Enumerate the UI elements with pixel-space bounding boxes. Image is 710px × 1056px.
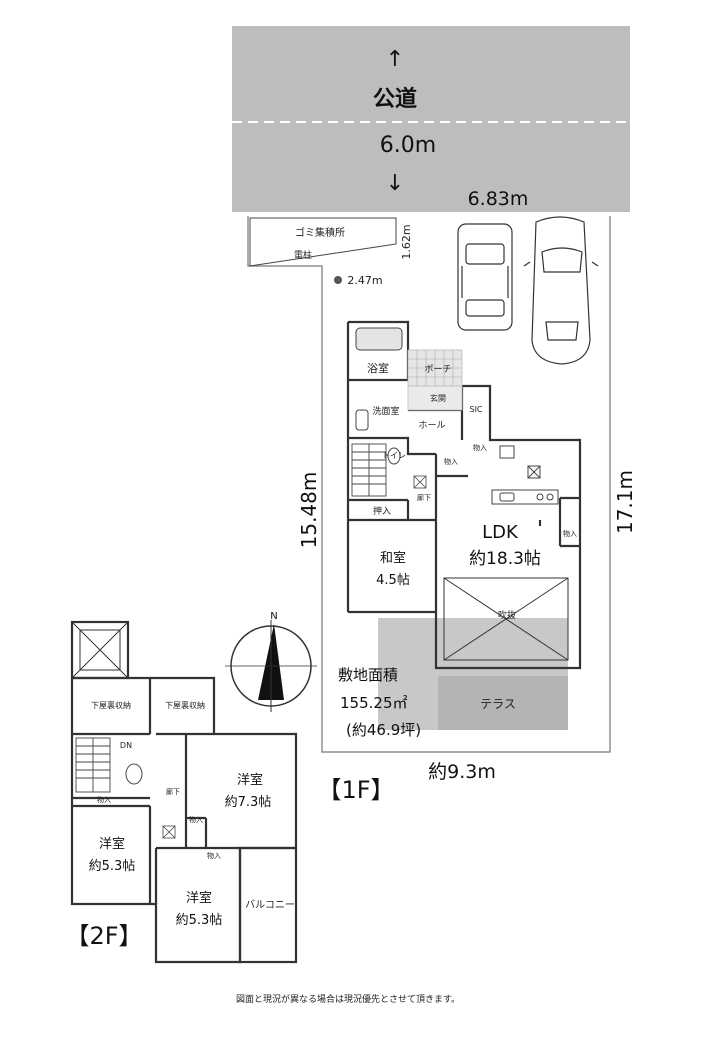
floor1-tag: 【1F】: [317, 776, 394, 804]
stairs: [75, 737, 111, 793]
storage2-label: 物入: [473, 443, 487, 452]
toilet-icon: [387, 447, 401, 465]
entrance-label: 玄関: [430, 393, 446, 403]
floor2-tag: 【2F】: [65, 922, 142, 950]
storage-a-label: 物入: [97, 795, 111, 804]
room1-label: 洋室: [237, 772, 263, 788]
north-label: N: [270, 611, 277, 622]
road-arrow-up: ↑: [386, 47, 404, 72]
hallway2-label: 廊下: [166, 787, 180, 796]
fukinuke-label: 吹抜: [498, 609, 516, 621]
hall-label: ホール: [418, 420, 445, 431]
stairs: [351, 443, 387, 497]
storage1-label: 物入: [444, 457, 458, 466]
car-icon: [523, 216, 599, 365]
room2-label: 洋室: [99, 836, 125, 852]
dim-2-47: 2.47m: [347, 274, 382, 287]
garbage-area-label: ゴミ集積所: [295, 226, 345, 239]
kitchen-counter: [491, 445, 559, 505]
toilet-label: トイレ: [382, 451, 406, 460]
floor2-plan: [70, 620, 298, 964]
washroom-label: 洗面室: [372, 405, 399, 417]
hallway1-label: 廊下: [417, 493, 431, 502]
skylight-icon: [71, 621, 129, 679]
sic-label: SIC: [469, 405, 482, 414]
site-area-tsubo: (約46.9坪): [346, 721, 421, 739]
garbage-area: ゴミ集積所 電柱 1.62m 2.47m: [249, 217, 413, 287]
toilet-icon: [125, 763, 143, 785]
footer-note: 図面と現況が異なる場合は現況優先とさせて頂きます。: [236, 993, 460, 1005]
bathtub-icon: [355, 327, 403, 351]
sink-icon: [355, 409, 369, 431]
ldk-label: LDK: [482, 522, 519, 543]
storage-b-label: 物入: [189, 815, 203, 824]
site-area-value: 155.25㎡: [340, 694, 408, 712]
site-right-dimension: 17.1m: [613, 470, 637, 534]
oshiire-label: 押入: [373, 505, 391, 517]
attic1-label: 下屋裏収納: [91, 700, 131, 710]
dn-label: DN: [120, 741, 132, 750]
car-icon: [457, 223, 513, 331]
room2-size: 約5.3帖: [89, 859, 136, 874]
frontage-dimension: 6.83m: [468, 188, 529, 210]
room3-size: 約5.3帖: [176, 913, 223, 928]
site-left-dimension: 15.48m: [297, 472, 321, 549]
site-area-title: 敷地面積: [338, 666, 398, 684]
terrace-label: テラス: [480, 697, 516, 711]
site-bottom-dimension: 約9.3m: [428, 761, 496, 783]
storage-c-label: 物入: [207, 851, 221, 860]
terrace-deck: [438, 676, 568, 730]
porch-label: ポーチ: [424, 364, 451, 375]
compass: N: [225, 611, 317, 712]
room1-size: 約7.3帖: [225, 795, 272, 810]
washitsu-label: 和室: [380, 550, 406, 566]
road: ↑ 公道 6.0m ↓ 6.83m: [232, 26, 630, 212]
dim-1-62: 1.62m: [400, 224, 413, 259]
site-outline: [247, 216, 611, 753]
balcony-label: バルコニー: [245, 899, 295, 911]
bath-label: 浴室: [367, 361, 389, 375]
shaft-icon: [162, 825, 176, 839]
pole-label: 電柱: [294, 249, 312, 261]
room3-label: 洋室: [186, 890, 212, 906]
porch-tiles: [407, 349, 463, 411]
road-label: 公道: [373, 86, 417, 112]
attic2-label: 下屋裏収納: [165, 700, 205, 710]
storage3-label: 物入: [563, 529, 577, 538]
ldk-size: 約18.3帖: [469, 549, 541, 569]
road-width: 6.0m: [380, 133, 436, 158]
shaft-icon: [413, 475, 427, 489]
road-arrow-down: ↓: [386, 171, 404, 196]
washitsu-size: 4.5帖: [376, 573, 410, 588]
void-area: [443, 577, 569, 661]
utility-pole-icon: [334, 276, 342, 284]
